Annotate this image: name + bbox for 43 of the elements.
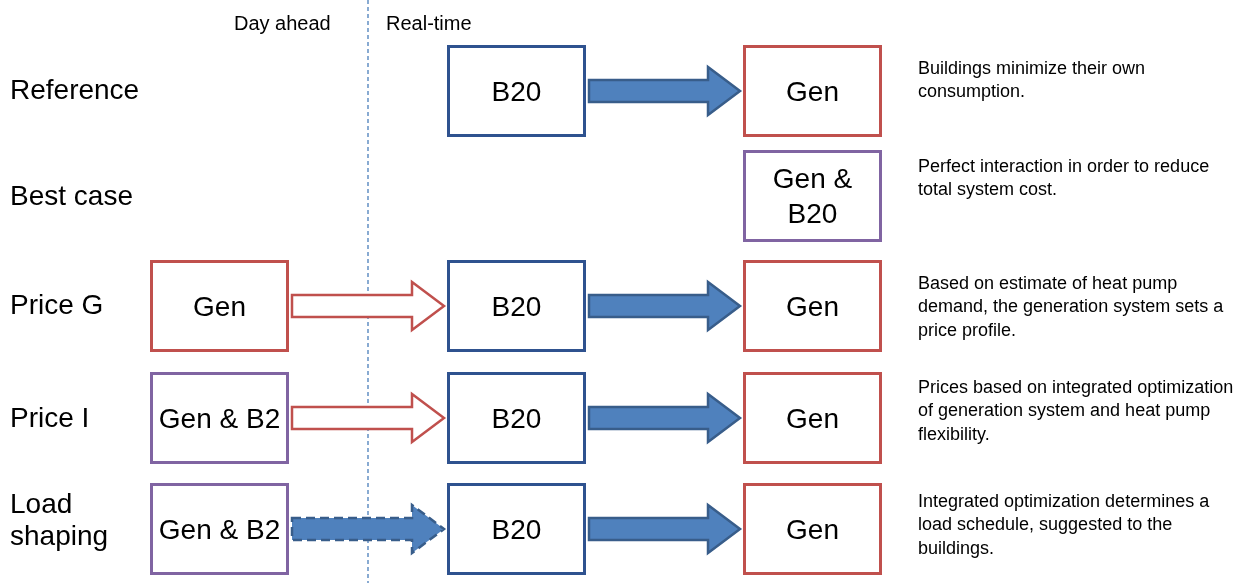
box (150, 483, 289, 575)
row-label: Price I (10, 402, 90, 435)
block-arrow (587, 391, 743, 445)
row-label: Best case (10, 180, 133, 213)
row-label: Load shaping (10, 488, 110, 553)
description: Buildings minimize their own consumption. (918, 57, 1147, 104)
box-label: Gen & B2 (158, 512, 281, 547)
box (743, 45, 882, 137)
box (447, 372, 586, 464)
row-label: Reference (10, 74, 140, 107)
column-header: Real-time (386, 11, 472, 36)
box (743, 483, 882, 575)
box-label: Gen (786, 512, 839, 547)
box (743, 150, 882, 242)
description: Perfect interaction in order to reduce total system cost. (918, 155, 1211, 202)
block-arrow (290, 279, 447, 333)
description: Prices based on integrated optimization of generation system and heat pump flexibility. (918, 376, 1235, 446)
box-label: Gen & B2 (158, 401, 281, 436)
box-label: B20 (491, 74, 542, 109)
column-header: Day ahead (234, 11, 331, 36)
box-label: Gen (786, 401, 839, 436)
block-arrow (587, 502, 743, 556)
box-label: Gen (786, 289, 839, 324)
block-arrow (587, 279, 743, 333)
box (447, 45, 586, 137)
row-label: Price G (10, 289, 104, 322)
description: Integrated optimization determines a load schedule, suggested to the buildings. (918, 490, 1211, 560)
box (447, 483, 586, 575)
box-label: B20 (491, 401, 542, 436)
box-label: B20 (491, 512, 542, 547)
box (150, 260, 289, 352)
description: Based on estimate of heat pump demand, the generation system sets a price profile. (918, 272, 1225, 342)
box (150, 372, 289, 464)
block-arrow (587, 64, 743, 118)
box (743, 260, 882, 352)
box-label: Gen (786, 74, 839, 109)
box-label: Gen & B20 (771, 162, 854, 231)
box (743, 372, 882, 464)
block-arrow (290, 391, 447, 445)
box-label: Gen (193, 289, 246, 324)
block-arrow (290, 502, 447, 556)
box-label: B20 (491, 289, 542, 324)
box (447, 260, 586, 352)
